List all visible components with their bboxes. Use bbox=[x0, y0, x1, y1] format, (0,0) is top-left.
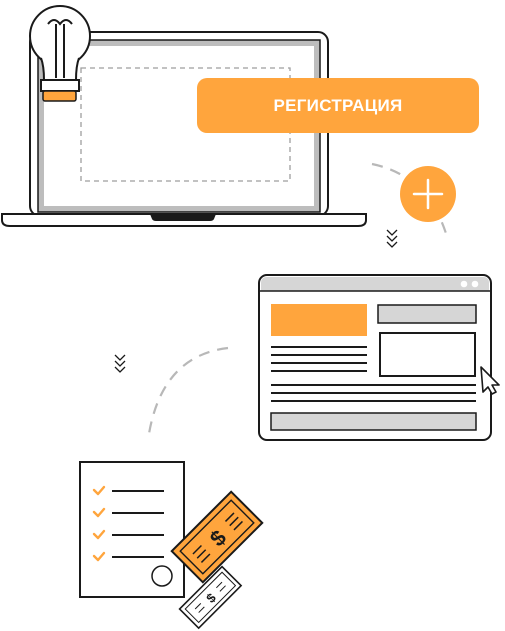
connector-arc bbox=[371, 162, 450, 241]
text-lines bbox=[271, 346, 476, 402]
seal-stamp bbox=[151, 565, 173, 587]
content-box bbox=[379, 332, 476, 377]
register-button[interactable]: РЕГИСТРАЦИЯ bbox=[197, 78, 479, 133]
cursor-icon bbox=[480, 366, 500, 395]
checkmark-icon bbox=[92, 529, 106, 540]
dollar-bill-icon: $ bbox=[178, 565, 243, 630]
chevron-down-triple-icon bbox=[114, 354, 126, 373]
header-block bbox=[377, 304, 477, 324]
checklist-document bbox=[79, 461, 185, 598]
dollar-bill-icon: $ bbox=[170, 490, 264, 584]
checklist-items bbox=[92, 485, 164, 562]
checklist-item bbox=[92, 507, 164, 518]
laptop-notch bbox=[150, 214, 216, 221]
checklist-item bbox=[92, 551, 164, 562]
checkmark-icon bbox=[92, 551, 106, 562]
checklist-item bbox=[92, 485, 164, 496]
checkmark-icon bbox=[92, 507, 106, 518]
checklist-item bbox=[92, 529, 164, 540]
checkmark-icon bbox=[92, 485, 106, 496]
window-dot bbox=[460, 280, 468, 288]
footer-block bbox=[270, 412, 477, 431]
browser-window bbox=[258, 274, 492, 441]
plus-icon[interactable] bbox=[400, 166, 456, 222]
image-block bbox=[271, 304, 367, 336]
lightbulb-icon bbox=[29, 5, 91, 102]
chevron-down-triple-icon bbox=[386, 229, 398, 248]
connector-arc bbox=[146, 346, 229, 441]
window-dot bbox=[471, 280, 479, 288]
